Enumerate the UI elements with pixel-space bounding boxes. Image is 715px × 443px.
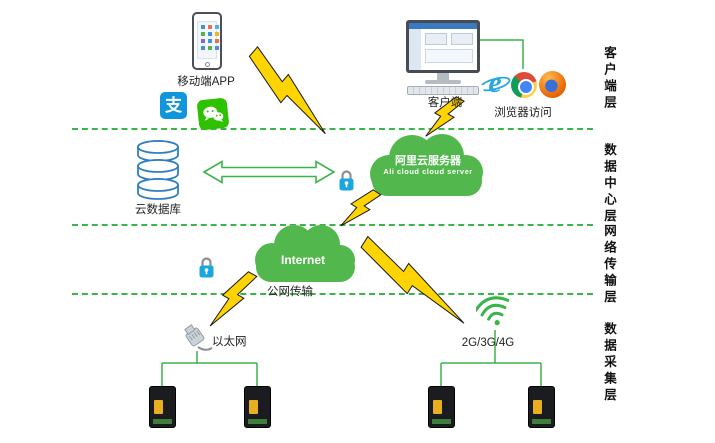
screen-panel [425, 49, 473, 63]
wechat-bubbles [203, 106, 224, 122]
ali-cloud-shape [370, 134, 483, 196]
wechat-icon [196, 97, 230, 131]
ethernet-device-links [161, 351, 258, 387]
keyboard-icon [407, 86, 479, 95]
security-lock-icon [339, 170, 354, 191]
data-collector-device [428, 386, 455, 428]
internet-explorer-icon: e [477, 68, 513, 98]
data-collector-device [528, 386, 555, 428]
ali-cloud-label-cn: 阿里云服务器 [395, 155, 461, 167]
ethernet-label: 以太网 [212, 336, 247, 348]
cellular-device-links [440, 330, 542, 387]
layer-divider-3 [72, 293, 593, 295]
data-collector-device [244, 386, 271, 428]
mobile-app-label: 移动端APP [177, 76, 235, 88]
wifi-signal-icon [476, 296, 510, 326]
lightning-app-to-cloud [238, 45, 342, 140]
bidirectional-sync-arrow [202, 160, 336, 184]
cellular-label: 2G/3G/4G [461, 337, 515, 349]
data-collector-device [149, 386, 176, 428]
public-network-label: 公网传输 [267, 286, 313, 298]
app-grid [201, 25, 205, 29]
internet-cloud-shape [255, 225, 355, 282]
internet-label: Internet [280, 253, 325, 267]
layer-label-datacenter: 数据中心层 [602, 143, 616, 226]
browser-access-label: 浏览器访问 [494, 107, 552, 119]
security-lock-icon [199, 257, 214, 278]
screen-header [409, 23, 477, 29]
phone-home-button [204, 61, 210, 67]
screen-panel [451, 33, 473, 45]
layer-label-acquisition: 数据采集层 [602, 322, 616, 405]
ali-cloud-label-en: Ali cloud cloud server [383, 167, 473, 176]
firefox-icon [539, 71, 566, 98]
cloud-db-label: 云数据库 [135, 204, 181, 216]
client-browser-link [479, 39, 524, 69]
monitor-stand [437, 73, 449, 80]
layer-divider-1 [72, 128, 593, 130]
layer-label-client: 客户端层 [602, 46, 616, 112]
phone-screen [197, 21, 217, 59]
client-label: 客户端 [427, 97, 463, 109]
monitor-base [425, 80, 461, 84]
ie-glyph: e [488, 66, 502, 99]
desktop-monitor-icon [406, 20, 480, 73]
alipay-icon: 支 [160, 92, 187, 119]
chrome-icon [511, 72, 537, 98]
alipay-glyph: 支 [165, 96, 182, 115]
layer-label-network: 网络传输层 [602, 224, 616, 307]
cloud-database-icon [137, 140, 179, 200]
ethernet-connector-icon [184, 324, 213, 351]
lightning-internet-to-cellular [351, 234, 478, 330]
screen-sidebar [409, 29, 421, 70]
mobile-phone-icon [192, 12, 222, 70]
screen-panel [425, 33, 447, 45]
layer-divider-2 [72, 224, 593, 226]
